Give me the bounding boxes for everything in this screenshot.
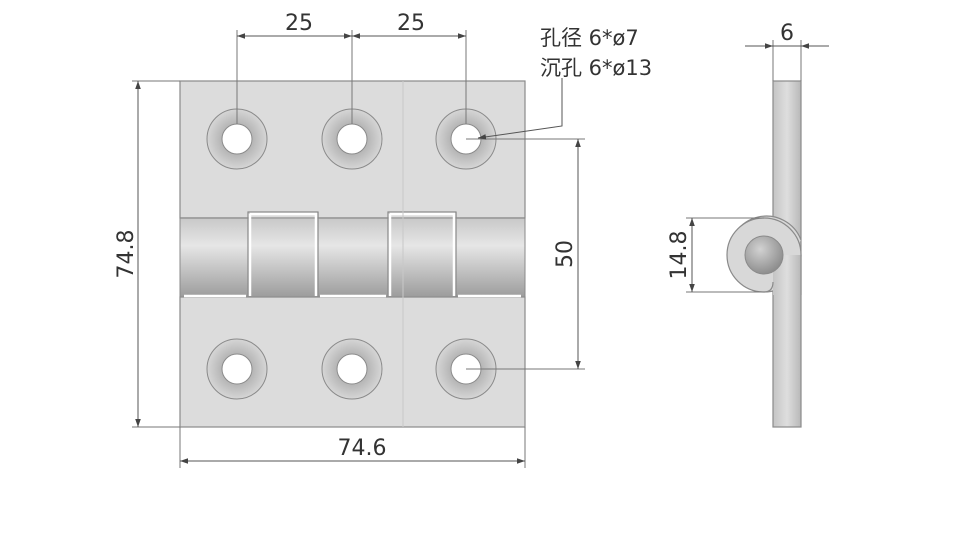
dim-hole-spacing-right-label: 25	[397, 11, 425, 36]
side-pin	[744, 235, 784, 275]
hole-top-middle	[321, 108, 383, 170]
dimension-thickness: 6	[745, 21, 829, 81]
knuckle-gap-upper	[248, 212, 456, 296]
hole-note-line2: 沉孔 6*ø13	[540, 56, 652, 80]
side-view	[726, 80, 802, 428]
hole-bottom-left	[206, 338, 268, 400]
side-knuckle-tail	[763, 281, 774, 293]
hole-note-line1: 孔径 6*ø7	[540, 26, 639, 50]
dimension-hole-vertical-spacing: 50	[466, 138, 585, 370]
dim-total-width-label: 74.6	[338, 436, 387, 461]
dimension-hole-spacing: 25 25	[236, 11, 467, 124]
dimension-total-width: 74.6	[179, 427, 526, 468]
dim-total-height-label: 74.8	[114, 230, 139, 279]
hole-bottom-middle	[321, 338, 383, 400]
dim-hole-spacing-left-label: 25	[285, 11, 313, 36]
dimension-total-height: 74.8	[114, 80, 180, 428]
dim-knuckle-diameter-label: 14.8	[667, 231, 692, 280]
dim-hole-vertical-spacing-label: 50	[553, 240, 578, 268]
front-view	[179, 80, 526, 428]
knuckle-band	[179, 217, 526, 298]
hole-note: 孔径 6*ø7 沉孔 6*ø13	[477, 26, 652, 140]
knuckle-interlock-lower	[247, 212, 457, 297]
dim-thickness-label: 6	[780, 21, 794, 46]
dimension-knuckle-diameter: 14.8	[667, 217, 764, 293]
